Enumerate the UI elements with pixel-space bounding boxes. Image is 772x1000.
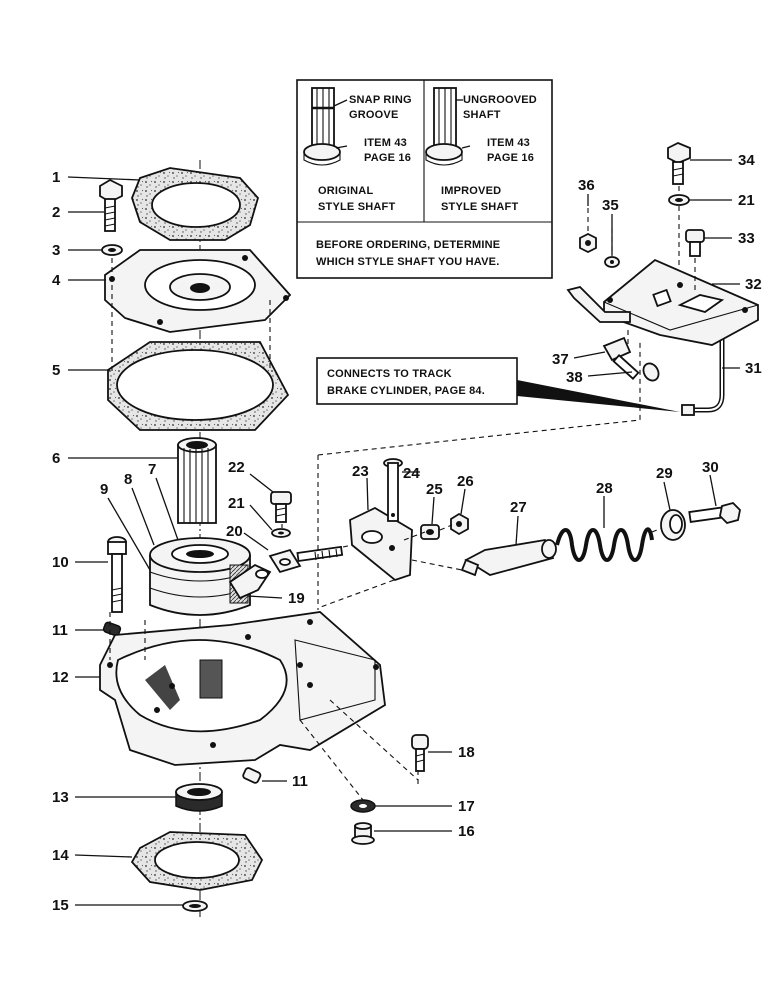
label-32: 32 <box>745 276 762 293</box>
label-37: 37 <box>552 351 569 368</box>
ordering-note-1: BEFORE ORDERING, DETERMINE <box>316 239 500 251</box>
seal-13 <box>175 783 223 812</box>
label-26: 26 <box>457 473 474 490</box>
label-29: 29 <box>656 465 673 482</box>
left-item-label: ITEM 43 <box>364 137 407 149</box>
nut-25 <box>420 524 440 540</box>
bottom-gasket <box>130 831 264 891</box>
label-31: 31 <box>745 360 762 377</box>
label-23: 23 <box>352 463 369 480</box>
label-22: 22 <box>228 459 245 476</box>
main-housing <box>99 611 386 766</box>
label-35: 35 <box>602 197 619 214</box>
brake-disc-stack <box>149 537 251 616</box>
label-34: 34 <box>738 152 755 169</box>
retaining-ring-15 <box>182 900 208 912</box>
label-38: 38 <box>566 369 583 386</box>
label-1: 1 <box>52 169 60 186</box>
improved-caption-2: STYLE SHAFT <box>441 201 518 213</box>
cover-plate <box>104 249 292 333</box>
label-33: 33 <box>738 230 755 247</box>
shaft-style-info-box: SNAP RING GROOVE ITEM 43 PAGE 16 ORIGINA… <box>296 79 553 279</box>
label-10: 10 <box>52 554 69 571</box>
label-12: 12 <box>52 669 69 686</box>
bolt-22 <box>270 491 292 523</box>
set-screw-11b <box>242 767 262 784</box>
spring-28 <box>555 527 654 562</box>
label-16: 16 <box>458 823 475 840</box>
cam-block-23 <box>349 506 413 582</box>
splined-sleeve <box>177 437 217 524</box>
label-8: 8 <box>124 471 132 488</box>
label-21: 21 <box>228 495 245 512</box>
plug-16 <box>351 822 375 845</box>
pin-24 <box>383 458 403 522</box>
nut-26 <box>450 512 469 536</box>
label-5: 5 <box>52 362 60 379</box>
ungrooved-label-2: SHAFT <box>463 109 501 121</box>
clip-37 <box>602 336 632 362</box>
valve-plate-32 <box>603 258 759 346</box>
label-11: 11 <box>52 622 68 639</box>
improved-caption-1: IMPROVED <box>441 185 501 197</box>
bolt-34 <box>667 142 691 185</box>
label-24: 24 <box>403 465 420 482</box>
label-11b: 11 <box>292 773 308 790</box>
right-item-label: ITEM 43 <box>487 137 530 149</box>
label-3: 3 <box>52 242 60 259</box>
adjusting-bolt-30 <box>688 501 741 525</box>
bolt-33 <box>685 229 705 257</box>
label-4: 4 <box>52 272 61 289</box>
original-caption-1: ORIGINAL <box>318 185 373 197</box>
label-9: 9 <box>100 481 108 498</box>
label-7: 7 <box>148 461 156 478</box>
middle-gasket <box>107 341 290 431</box>
callout-line-2: BRAKE CYLINDER, PAGE 84. <box>327 385 485 397</box>
track-brake-callout: CONNECTS TO TRACK BRAKE CYLINDER, PAGE 8… <box>316 357 680 412</box>
label-36: 36 <box>578 177 595 194</box>
callout-line-1: CONNECTS TO TRACK <box>327 368 452 380</box>
screw-38 <box>612 354 660 382</box>
label-6: 6 <box>52 450 60 467</box>
actuator-lever-19 <box>228 563 272 600</box>
label-21b: 21 <box>738 192 755 209</box>
right-page-label: PAGE 16 <box>487 152 534 164</box>
label-17: 17 <box>458 798 475 815</box>
part-number-labels: 1 2 3 4 5 6 7 8 9 10 11 12 13 14 15 16 1… <box>52 152 762 914</box>
left-page-label: PAGE 16 <box>364 152 411 164</box>
cup-29 <box>660 509 686 541</box>
label-2: 2 <box>52 204 60 221</box>
label-13: 13 <box>52 789 69 806</box>
label-25: 25 <box>426 481 443 498</box>
ungrooved-label-1: UNGROOVED <box>463 94 537 106</box>
label-14: 14 <box>52 847 69 864</box>
bolt-2 <box>99 178 123 232</box>
label-18: 18 <box>458 744 475 761</box>
ungrooved-shaft-icon <box>425 87 463 166</box>
washer-17 <box>350 799 376 813</box>
clevis-rod-20 <box>268 545 344 574</box>
label-28: 28 <box>596 480 613 497</box>
snap-ring-label-2: GROOVE <box>349 109 399 121</box>
bolt-18 <box>411 734 429 772</box>
nut-35 <box>604 256 620 268</box>
long-bolt-10 <box>107 536 127 613</box>
top-gasket <box>131 167 260 241</box>
ordering-note-2: WHICH STYLE SHAFT YOU HAVE. <box>316 256 499 268</box>
original-caption-2: STYLE SHAFT <box>318 201 395 213</box>
label-19: 19 <box>288 590 305 607</box>
label-15: 15 <box>52 897 69 914</box>
nut-36 <box>579 232 597 254</box>
brake-tube-31 <box>681 333 725 416</box>
snap-ring-label-1: SNAP RING <box>349 94 412 106</box>
plunger-27 <box>460 538 557 577</box>
linkage-arm <box>566 286 631 323</box>
label-27: 27 <box>510 499 527 516</box>
grooved-shaft-icon <box>303 87 341 166</box>
label-30: 30 <box>702 459 719 476</box>
label-20: 20 <box>226 523 243 540</box>
